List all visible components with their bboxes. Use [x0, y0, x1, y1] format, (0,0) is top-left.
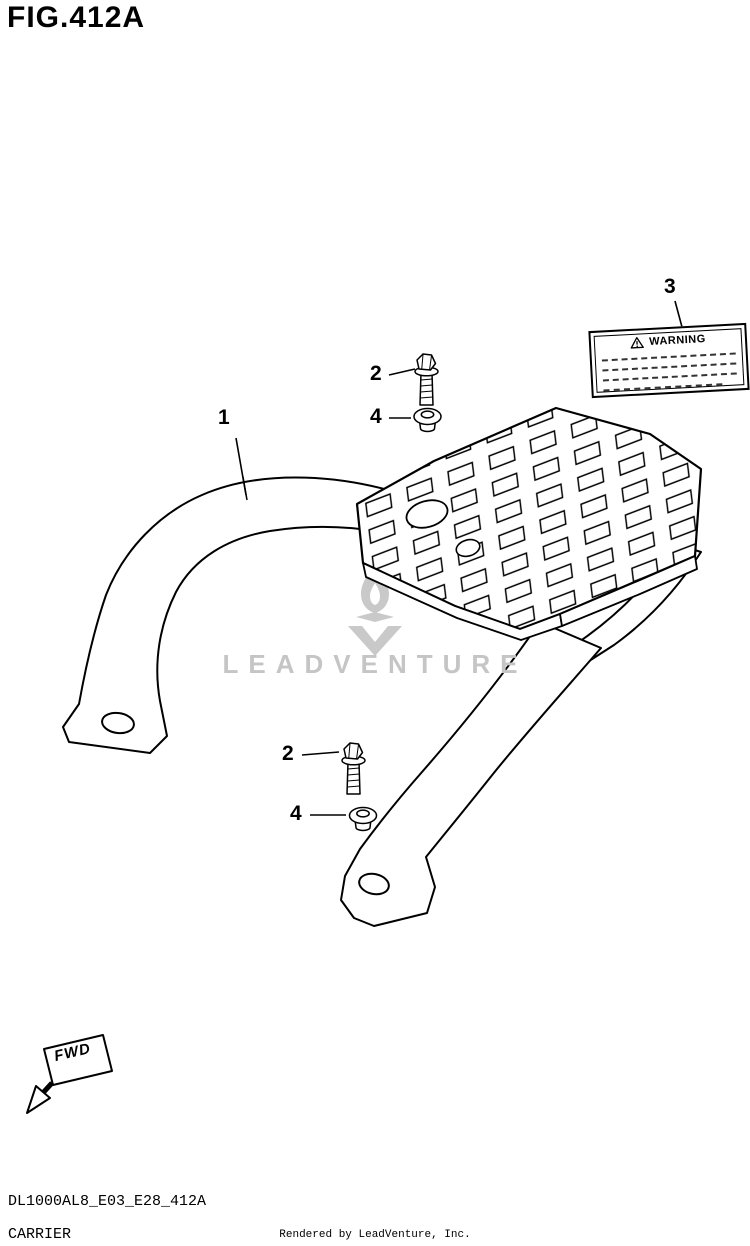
callout-2-top: 2 — [370, 362, 382, 385]
warning-fineprint-line — [601, 352, 736, 362]
fwd-arrow-icon — [26, 1034, 113, 1114]
carrier-platform-grid — [355, 406, 703, 641]
callout-4-bottom: 4 — [290, 802, 302, 825]
callout-2-bottom: 2 — [282, 742, 294, 765]
carrier-frame-front-arm — [340, 621, 602, 927]
leadventure-logo-icon — [348, 560, 402, 656]
warning-fineprint-line — [603, 383, 723, 392]
footer-credit: Rendered by LeadVenture, Inc. — [279, 1229, 471, 1241]
footer-part-name: CARRIER — [8, 1226, 72, 1243]
washer-nut-top — [413, 407, 442, 433]
warning-label-box: WARNING — [588, 322, 750, 399]
warning-label-header: WARNING — [599, 330, 738, 351]
warning-label-inner: WARNING — [593, 328, 745, 393]
warning-label-title: WARNING — [648, 333, 707, 349]
warning-triangle-icon — [630, 336, 645, 349]
warning-fineprint-line — [602, 362, 737, 372]
leader-lines — [235, 300, 683, 816]
callout-3: 3 — [664, 275, 676, 298]
carrier-frame-left-arm — [62, 476, 421, 754]
callout-4-top: 4 — [370, 405, 382, 428]
bolt-bottom — [341, 742, 366, 795]
washer-nut-bottom — [348, 806, 378, 832]
callout-1: 1 — [218, 406, 230, 429]
footer-part-code: DL1000AL8_E03_E28_412A — [8, 1193, 207, 1210]
bolt-top — [414, 353, 439, 406]
figure-title: FIG.412A — [7, 1, 146, 34]
watermark-text: LEADVENTURE — [222, 649, 528, 679]
warning-fineprint-line — [602, 372, 737, 382]
